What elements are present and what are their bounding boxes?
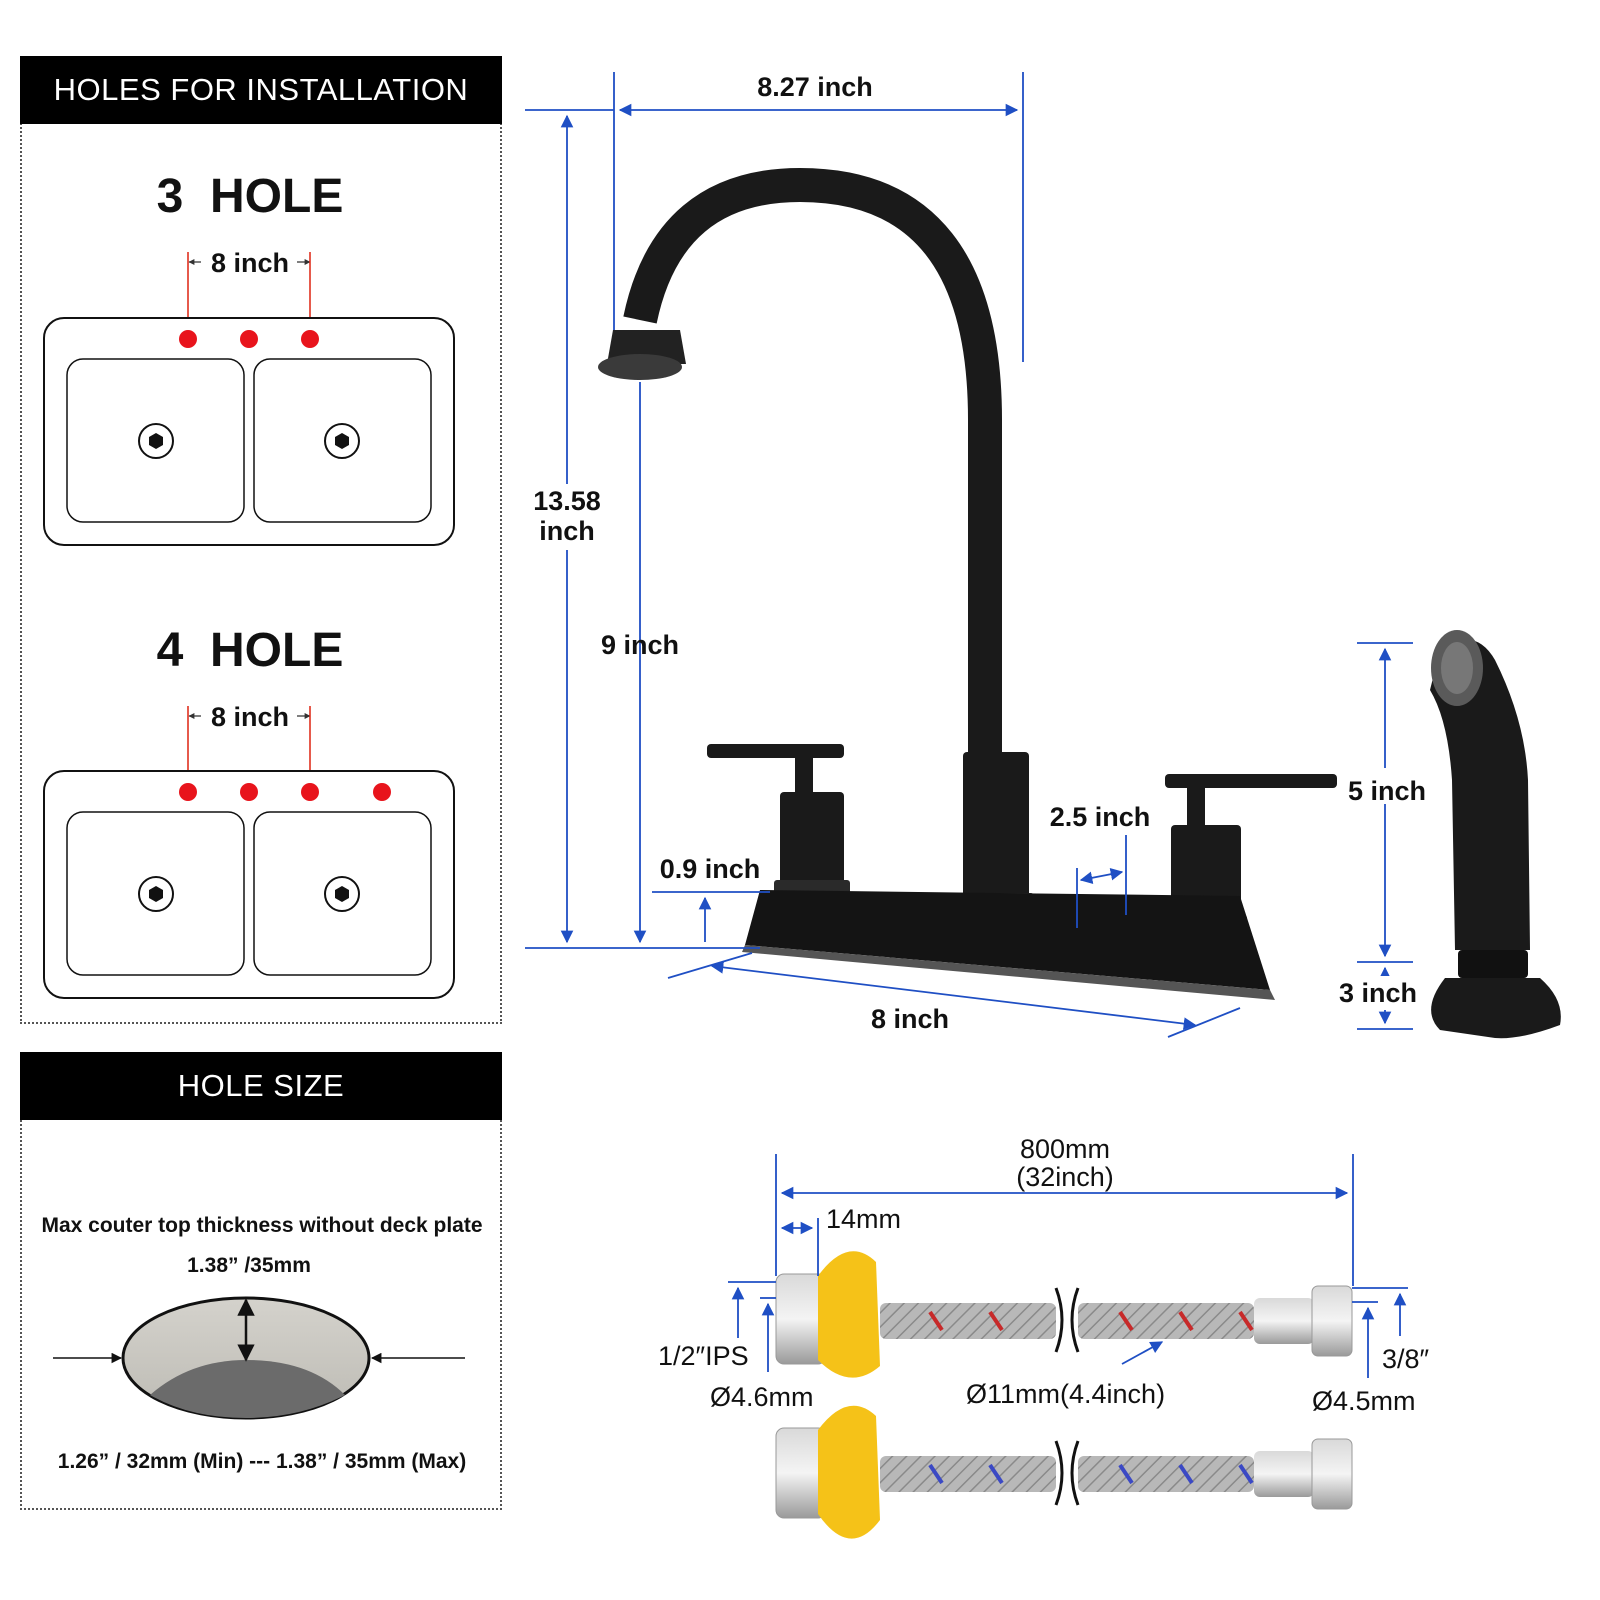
break-mark <box>1054 1287 1080 1353</box>
handle-offset-label: 2.5 inch <box>1050 802 1151 832</box>
sprayer-nozzle-face <box>1441 642 1473 694</box>
inlet-thread-label: 1/2″IPS <box>658 1341 749 1371</box>
three-hole-title: 3 HOLE <box>157 170 344 223</box>
hose-illustration <box>775 1251 1353 1539</box>
left-handle-body <box>780 792 844 887</box>
drain-hex <box>335 886 349 902</box>
hole-marker <box>301 783 319 801</box>
hole-size-diagram: Max couter top thickness without deck pl… <box>41 1214 482 1473</box>
four-hole-diagram: 4 HOLE 8 inch <box>43 624 455 999</box>
hose-braid <box>880 1456 1056 1492</box>
sprayer-height-label: 5 inch <box>1348 776 1426 806</box>
sprayer-base <box>1431 978 1561 1039</box>
four-hole-spacing-label: 8 inch <box>211 702 289 732</box>
break-mark <box>1054 1440 1080 1506</box>
nut-width-label: 14mm <box>826 1204 901 1234</box>
base-height-label: 0.9 inch <box>660 854 761 884</box>
hose-nut-outlet <box>1311 1438 1353 1510</box>
hole-marker <box>373 783 391 801</box>
sprayer-handle <box>1430 639 1530 950</box>
installation-header: HOLES FOR INSTALLATION <box>20 56 502 124</box>
hole-marker <box>240 783 258 801</box>
thickness-range: 1.26” / 32mm (Min) --- 1.38” / 35mm (Max… <box>58 1450 466 1473</box>
left-handle-stem <box>795 753 813 793</box>
faucet-height-label-line2: inch <box>539 516 595 546</box>
drain-hex <box>335 433 349 449</box>
hole-marker <box>240 330 258 348</box>
sprayer-base-label: 3 inch <box>1339 978 1417 1008</box>
hose-dimension-lines <box>728 1154 1408 1378</box>
hose-collar <box>818 1251 880 1378</box>
hole-marker <box>179 783 197 801</box>
hose-braid <box>1078 1456 1254 1492</box>
three-hole-spacing-label: 8 inch <box>211 248 289 278</box>
faucet-spout <box>623 167 1002 772</box>
right-handle-lever <box>1165 774 1337 788</box>
hose-diameter-label: Ø11mm(4.4inch) <box>966 1379 1165 1409</box>
hose-braid <box>1078 1303 1254 1339</box>
faucet-height-label-line1: 13.58 <box>533 486 601 516</box>
right-handle-stem <box>1187 782 1205 826</box>
sprayer-illustration <box>1430 630 1561 1039</box>
sprayer-collar <box>1458 950 1528 978</box>
hose-length-mm: 800mm <box>1020 1134 1110 1164</box>
hose-length-inch: (32inch) <box>1016 1162 1114 1192</box>
countertop-underside <box>150 1360 345 1418</box>
three-hole-diagram: 3 HOLE 8 inch <box>43 170 455 546</box>
base-width-label: 8 inch <box>871 1004 949 1034</box>
hose-ferrule <box>1254 1451 1314 1497</box>
label-bg <box>1346 768 1426 804</box>
max-thickness-value: 1.38” /35mm <box>187 1254 311 1277</box>
outlet-thread-label: 3/8″ <box>1382 1344 1430 1374</box>
hose-nut-outlet <box>1311 1285 1353 1357</box>
label-bg <box>201 245 297 279</box>
aerator <box>598 354 682 380</box>
four-hole-title: 4 HOLE <box>157 624 344 677</box>
drain-hex <box>149 886 163 902</box>
hole-marker <box>301 330 319 348</box>
hose-collar <box>818 1405 880 1539</box>
max-thickness-label: Max couter top thickness without deck pl… <box>41 1214 482 1237</box>
outlet-diameter-label: Ø4.5mm <box>1312 1386 1416 1416</box>
label-bg <box>201 699 297 733</box>
spout-base <box>963 752 1029 902</box>
label-bg <box>528 484 606 550</box>
hose-braid <box>880 1303 1056 1339</box>
left-handle-lever <box>707 744 844 758</box>
drain-hex <box>149 433 163 449</box>
hose-ferrule <box>1254 1298 1314 1344</box>
hole-size-header: HOLE SIZE <box>20 1052 502 1120</box>
hole-marker <box>179 330 197 348</box>
inlet-diameter-label: Ø4.6mm <box>710 1382 814 1412</box>
faucet-width-label: 8.27 inch <box>757 72 873 102</box>
spout-height-label: 9 inch <box>601 630 679 660</box>
label-bg <box>1334 976 1422 1010</box>
